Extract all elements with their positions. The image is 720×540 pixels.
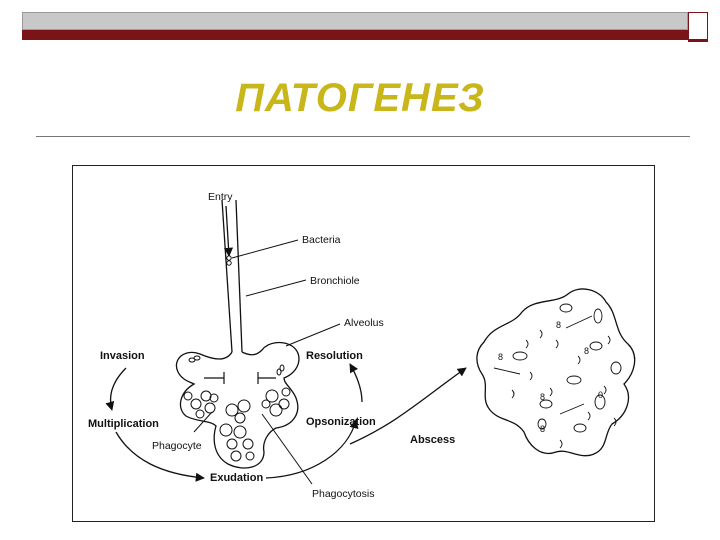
label-bronchiole: Bronchiole — [310, 275, 360, 287]
label-opsonization: Opsonization — [306, 416, 376, 428]
slide-title: ПАТОГЕНЕЗ — [235, 76, 485, 120]
title-rule — [36, 136, 690, 137]
abscess-mass — [476, 288, 636, 457]
top-bar — [22, 12, 688, 30]
bacteria-cluster — [188, 355, 285, 376]
alveolus-inner-marks — [204, 372, 276, 384]
svg-text:8: 8 — [584, 346, 589, 356]
abscess-contents: 8 8 8 8 0 8 — [493, 303, 622, 449]
label-resolution: Resolution — [306, 350, 363, 362]
pointer-lines — [193, 239, 341, 485]
phagocyte-cells — [183, 387, 291, 462]
cycle-arrows — [105, 363, 467, 482]
corner-box — [688, 12, 708, 42]
bacteria-in-tube — [226, 255, 232, 266]
svg-text:8: 8 — [556, 320, 561, 330]
label-entry: Entry — [208, 191, 233, 203]
label-phagocytosis: Phagocytosis — [312, 488, 374, 500]
label-invasion: Invasion — [100, 350, 145, 362]
label-multiplication: Multiplication — [88, 418, 159, 430]
label-abscess: Abscess — [410, 434, 455, 446]
svg-text:8: 8 — [540, 424, 545, 434]
label-bacteria: Bacteria — [302, 234, 341, 246]
svg-text:8: 8 — [540, 392, 545, 402]
diagram-frame — [72, 165, 655, 522]
label-exudation: Exudation — [210, 472, 263, 484]
label-alveolus: Alveolus — [344, 317, 384, 329]
alveolus-sac — [175, 341, 300, 469]
svg-text:0: 0 — [598, 390, 603, 400]
entry-arrow — [223, 205, 234, 257]
bronchiole-tube — [221, 199, 243, 353]
svg-text:8: 8 — [498, 352, 503, 362]
top-band — [22, 30, 688, 40]
label-phagocyte: Phagocyte — [152, 440, 202, 452]
